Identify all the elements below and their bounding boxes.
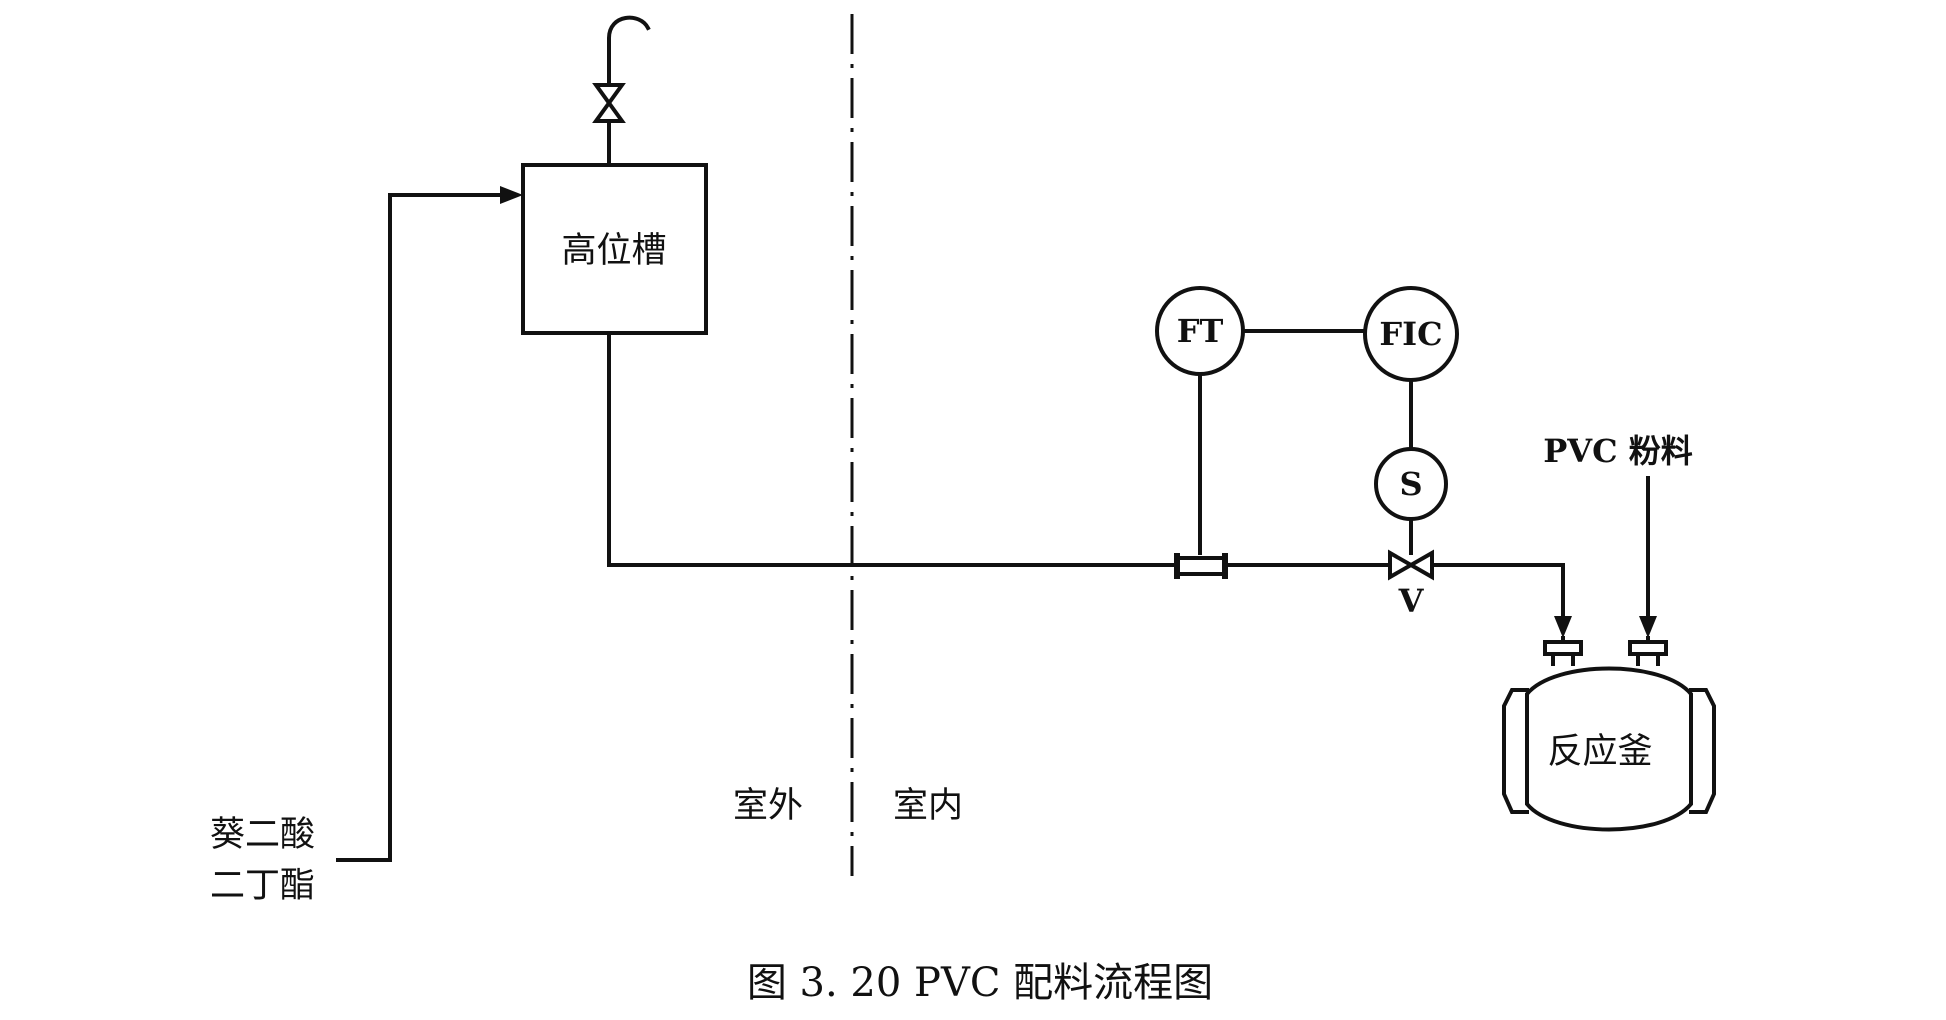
- zone-indoor-label: 室内: [893, 786, 963, 826]
- control-valve-icon: [1388, 549, 1434, 581]
- head-tank-label: 高位槽: [561, 231, 666, 271]
- flowmeter-element-icon: [1174, 553, 1228, 579]
- solenoid-label: S: [1399, 465, 1422, 503]
- fic-label: FIC: [1379, 315, 1442, 353]
- head-tank: [521, 163, 708, 335]
- figure-caption: 图 3. 20 PVC 配料流程图: [747, 960, 1213, 1006]
- reactor-vessel: [1502, 636, 1716, 832]
- ft-label: FT: [1177, 312, 1224, 350]
- feed-label-dbs-1: 葵二酸: [210, 815, 315, 855]
- zone-outdoor-label: 室外: [733, 786, 803, 826]
- pvc-powder-label: PVC 粉料: [1543, 432, 1693, 470]
- feed-line-dbs: [336, 193, 507, 862]
- feed-label-dbs-2: 二丁酯: [210, 866, 315, 906]
- reactor-inlet-arrow-icon: [1554, 616, 1572, 638]
- valve-label: V: [1398, 582, 1425, 620]
- vent-valve-icon: [592, 83, 626, 123]
- line-to-reactor: [1430, 563, 1565, 622]
- vent-pipe: [607, 15, 651, 167]
- transfer-line: [607, 331, 1176, 567]
- feed-arrow-icon: [500, 186, 523, 204]
- pvc-feed-arrow-icon: [1639, 616, 1657, 638]
- reactor-label: 反应釜: [1547, 732, 1652, 772]
